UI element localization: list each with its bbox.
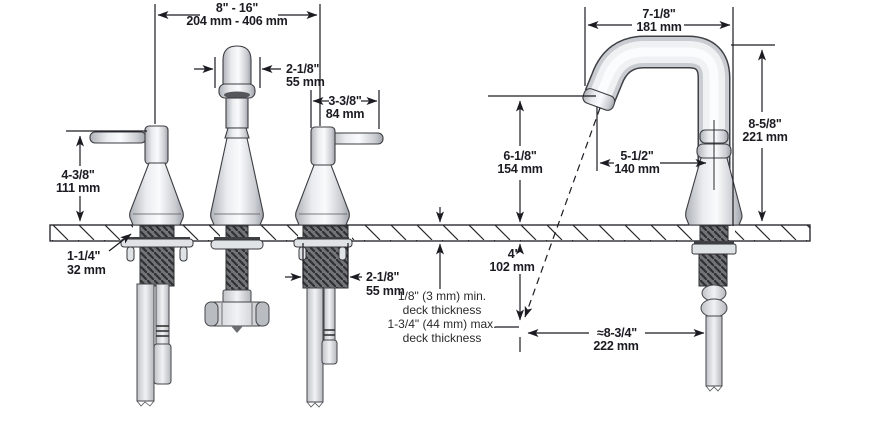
tee-nub — [231, 326, 243, 333]
left-handle-bolt — [179, 246, 188, 262]
dim-handle-length-mm: 84 mm — [326, 107, 365, 121]
spout-cone-base — [685, 157, 743, 226]
left-handle-lever — [89, 131, 147, 144]
dim-spout-top-width — [584, 7, 734, 226]
quick-connect-bead — [700, 298, 728, 318]
dim-spout-height-mm: 221 mm — [742, 130, 787, 144]
right-handle-flange — [293, 238, 353, 248]
dim-aerator-height-inches: 6-1/8" — [503, 149, 536, 163]
dim-stream-drop-mm: 102 mm — [489, 260, 534, 274]
spout-shank-lower — [698, 253, 728, 287]
center-spout-front — [204, 45, 270, 333]
deck-note-max: 1-3/4" (44 mm) max. — [388, 317, 497, 331]
dim-spout-reach — [596, 107, 707, 171]
tee-connector — [222, 289, 252, 304]
right-valve-end — [321, 339, 338, 365]
dim-spout-base-width — [194, 57, 281, 88]
dim-handle-height-inches: 4-3/8" — [61, 168, 94, 182]
deck-note-max-label: deck thickness — [403, 331, 482, 345]
left-supply-tube — [136, 283, 155, 402]
dim-aerator-height-mm: 154 mm — [497, 162, 542, 176]
left-handle-bolt — [126, 246, 135, 262]
left-valve-end — [153, 343, 172, 385]
dim-shank-width-inches: 2-1/8" — [366, 270, 399, 284]
left-handle-flange — [120, 238, 194, 248]
spout-aerator-tip — [582, 88, 616, 111]
dim-spout-height-inches: 8-5/8" — [748, 117, 781, 131]
dim-aerator-height — [488, 95, 596, 223]
right-handle-front — [293, 126, 384, 408]
right-handle-bolt — [338, 246, 347, 261]
dim-spout-reach-mm: 140 mm — [614, 162, 659, 176]
dim-spread-inches: 8" - 16" — [216, 1, 258, 15]
dim-shank-width — [285, 243, 362, 284]
dim-stream-drop — [495, 243, 524, 352]
dim-spout-top-width-inches: 7-1/8" — [642, 7, 675, 21]
spout-neck — [225, 97, 249, 129]
dim-spout-reach-inches: 5-1/2" — [620, 149, 653, 163]
deck-note-min-label: deck thickness — [403, 303, 482, 317]
left-handle-shank — [139, 225, 175, 287]
left-handle-post — [144, 125, 169, 165]
dim-spout-top-width-mm: 181 mm — [636, 20, 681, 34]
dim-spout-base-width-mm: 55 mm — [286, 75, 325, 89]
left-valve-stem — [155, 283, 170, 345]
dim-spout-height — [731, 44, 775, 222]
dim-handle-length-inches: 3-3/8" — [328, 94, 361, 108]
spout-flange — [210, 239, 264, 250]
dim-mounting-hole-mm: 32 mm — [67, 263, 106, 277]
dim-shank-width-mm: 55 mm — [366, 284, 405, 298]
dim-handle-length — [310, 90, 380, 129]
right-handle-lever — [328, 132, 384, 145]
spout-supply-tube — [705, 315, 723, 387]
faucet-side-view — [582, 35, 743, 392]
dim-handle-height-mm: 111 mm — [56, 181, 100, 195]
dim-mounting-hole-inches: 1-1/4" — [67, 249, 100, 263]
right-valve-stem — [323, 287, 336, 341]
left-handle-front — [89, 125, 194, 407]
right-handle-post — [310, 126, 336, 166]
spout-upper-tube — [222, 45, 252, 85]
dim-stream-reach-mm: 222 mm — [593, 339, 638, 353]
tee-end-right — [255, 301, 270, 327]
right-supply-tube — [306, 287, 324, 403]
dim-spread — [154, 4, 321, 126]
spout-mounting-nut — [691, 243, 737, 255]
right-handle-body — [295, 164, 350, 226]
dim-spout-base-width-inches: 2-1/8" — [286, 62, 319, 76]
water-stream-dashline — [524, 107, 601, 318]
dim-stream-reach-inches: ≈8-3/4" — [597, 326, 637, 340]
dim-handle-height — [66, 130, 147, 222]
tee-end-left — [204, 301, 219, 327]
left-handle-body — [129, 162, 184, 226]
dim-mounting-hole — [108, 233, 132, 252]
spout-base-body — [210, 137, 264, 226]
spout-threaded-rod — [225, 225, 249, 293]
dim-spread-mm: 204 mm - 406 mm — [186, 14, 287, 28]
deck-note-min: 1/8" (3 mm) min. — [398, 289, 486, 303]
dim-stream-drop-inches: 4" — [508, 247, 521, 261]
